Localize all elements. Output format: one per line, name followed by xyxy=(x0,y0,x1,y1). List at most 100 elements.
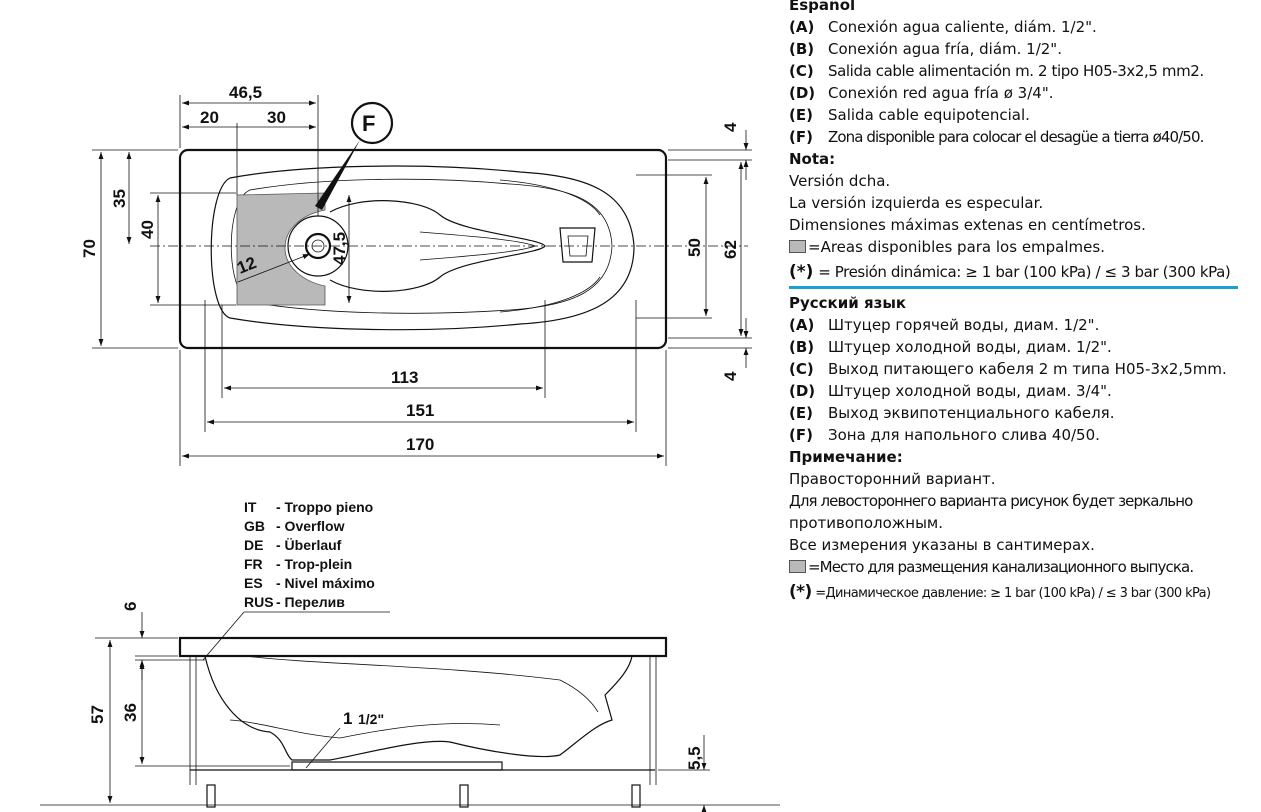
available-area-swatch xyxy=(789,240,806,253)
side-base-plate xyxy=(291,761,503,771)
dim-label-113: 113 xyxy=(391,368,418,387)
technical-drawing: 46,5 20 30 70 35 40 47,5 12 4 62 50 4 11… xyxy=(40,83,780,812)
item-text: Conexión red agua fría ø 3/4". xyxy=(828,84,1054,102)
dim-line-12 xyxy=(237,253,311,283)
russian-note-heading: Примечание: xyxy=(789,448,903,466)
pipe-size-1-2: 1/2" xyxy=(358,711,384,727)
list-item: (F) Зона для напольного слива 40/50. xyxy=(789,424,1249,446)
tub-basin-outline xyxy=(210,165,635,331)
note-line: противоположным. xyxy=(789,514,944,532)
side-leg xyxy=(631,784,641,808)
overflow-text: - Перелив xyxy=(276,594,345,610)
dim-label-46-5: 46,5 xyxy=(229,83,262,102)
dim-label-62: 62 xyxy=(721,240,740,259)
pressure-text: = Presión dinámica: ≥ 1 bar (100 kPa) / … xyxy=(818,263,1231,281)
item-key: (B) xyxy=(789,338,815,356)
callout-f-leader xyxy=(315,140,360,210)
item-text: Zona disponible para colocar el desagüe … xyxy=(828,128,1204,146)
side-view: IT - Troppo pieno GB - Overflow DE - Übe… xyxy=(40,499,780,812)
list-item: (C) Выход питающего кабеля 2 m типа H05-3… xyxy=(789,358,1249,380)
overflow-text: - Überlauf xyxy=(276,537,342,553)
item-text: Salida cable equipotencial. xyxy=(828,106,1030,124)
item-text: Выход питающего кабеля 2 m типа H05-3x2,… xyxy=(828,360,1227,378)
item-key: (D) xyxy=(789,84,816,102)
overflow-text: - Nivel máximo xyxy=(276,575,375,591)
legend-panel: Español (A)Conexión agua caliente, diám.… xyxy=(789,0,1249,605)
swatch-note: =Areas disponibles para los empalmes. xyxy=(789,236,1249,258)
dim-label-30: 30 xyxy=(267,108,286,127)
list-item: (C) Salida cable alimentación m. 2 tipo H… xyxy=(789,60,1249,82)
callout-f-circle xyxy=(350,101,394,145)
list-item: (D)Штуцер холодной воды, диам. 3/4". xyxy=(789,380,1249,402)
pressure-note: (*) =Динамическое давление: ≥ 1 bar (100… xyxy=(789,581,1249,605)
item-key: (B) xyxy=(789,40,815,58)
dim-label-35: 35 xyxy=(110,189,129,208)
overflow-code: FR xyxy=(244,556,263,572)
dim-label-70: 70 xyxy=(80,239,99,258)
top-view: 46,5 20 30 70 35 40 47,5 12 4 62 50 4 11… xyxy=(80,83,752,466)
handle-inner xyxy=(567,235,589,257)
overflow-text: - Trop-plein xyxy=(276,556,352,572)
side-leg xyxy=(459,784,469,808)
swatch-note: =Место для размещения канализационного в… xyxy=(789,556,1249,578)
side-tub-inner xyxy=(244,655,599,713)
item-text: Выход эквипотенциального кабеля. xyxy=(828,404,1115,422)
item-text: Штуцер холодной воды, диам. 1/2". xyxy=(828,338,1112,356)
dim-label-5-5: 5,5 xyxy=(685,746,704,770)
note-line: Все измерения указаны в сантимерах. xyxy=(789,536,1095,554)
dim-label-57: 57 xyxy=(88,705,107,724)
item-key: (C) xyxy=(789,62,814,80)
item-text: Штуцер горячей воды, диам. 1/2". xyxy=(828,316,1100,334)
russian-heading: Русский язык xyxy=(789,294,907,312)
side-tub-curve xyxy=(229,719,501,739)
note-line: Правосторонний вариант. xyxy=(789,470,996,488)
overflow-code: DE xyxy=(244,537,263,553)
callout-f-label: F xyxy=(362,111,375,136)
language-divider xyxy=(789,286,1238,289)
spanish-note-heading: Nota: xyxy=(789,150,836,168)
overflow-code: ES xyxy=(244,575,263,591)
item-text: Conexión agua fría, diám. 1/2". xyxy=(828,40,1062,58)
overflow-text: - Troppo pieno xyxy=(276,499,373,515)
item-key: (D) xyxy=(789,382,816,400)
side-curve xyxy=(499,276,601,313)
item-key: (A) xyxy=(789,316,815,334)
note-line: Dimensiones máximas extenas en centímetr… xyxy=(789,216,1146,234)
dim-label-40: 40 xyxy=(138,220,157,239)
item-text: Conexión agua caliente, diám. 1/2". xyxy=(828,18,1097,36)
dim-label-4-top: 4 xyxy=(721,122,740,132)
overflow-code: IT xyxy=(244,499,257,515)
pressure-note: (*) = Presión dinámica: ≥ 1 bar (100 kPa… xyxy=(789,261,1249,283)
overflow-code: GB xyxy=(244,518,265,534)
item-key: (F) xyxy=(789,128,813,146)
item-key: (E) xyxy=(789,106,813,124)
handle-shape xyxy=(559,227,596,263)
pressure-text: =Динамическое давление: ≥ 1 bar (100 kPa… xyxy=(815,586,1211,601)
item-key: (E) xyxy=(789,404,813,422)
star-marker: (*) xyxy=(789,582,812,602)
star-marker: (*) xyxy=(789,262,814,282)
dim-label-6: 6 xyxy=(121,602,140,611)
dim-label-20: 20 xyxy=(200,108,219,127)
swatch-text: =Areas disponibles para los empalmes. xyxy=(808,238,1105,256)
headrest-shape xyxy=(329,200,546,292)
item-text: Зона для напольного слива 40/50. xyxy=(828,426,1100,444)
list-item: (B) Штуцер холодной воды, диам. 1/2". xyxy=(789,336,1249,358)
list-item: (D) Conexión red agua fría ø 3/4". xyxy=(789,82,1249,104)
available-area-f xyxy=(236,192,326,306)
side-curve xyxy=(499,179,601,216)
list-item: (B) Conexión agua fría, diám. 1/2". xyxy=(789,38,1249,60)
item-key: (F) xyxy=(789,426,813,444)
side-rim xyxy=(178,636,668,658)
dim-label-170: 170 xyxy=(406,435,434,454)
list-item: (A) Conexión agua caliente, diám. 1/2". xyxy=(789,16,1249,38)
note-line: Для левостороннего варианта рисунок буде… xyxy=(789,492,1193,510)
pipe-leader xyxy=(305,727,341,769)
side-tub-body xyxy=(204,655,633,761)
note-line: La versión izquierda es especular. xyxy=(789,194,1044,212)
list-item: (F) Zona disponible para colocar el desag… xyxy=(789,126,1249,148)
swatch-text: =Место для размещения канализационного в… xyxy=(808,558,1194,576)
item-key: (A) xyxy=(789,18,815,36)
item-text: Salida cable alimentación m. 2 tipo H05-… xyxy=(828,62,1204,80)
item-key: (C) xyxy=(789,360,814,378)
